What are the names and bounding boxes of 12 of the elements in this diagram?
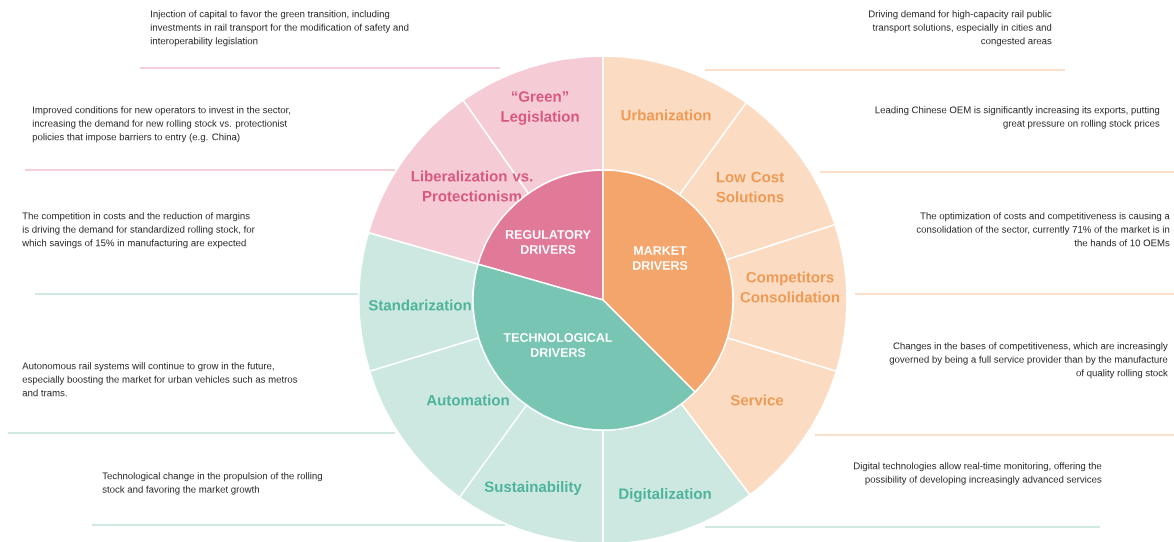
description-text: The optimization of costs and competitiveness is causing a consolidation of the sector, currently 71% of the market is in the hands of 10 OEMs — [916, 212, 1170, 247]
description-text: The competition in costs and the reduction of margins is driving the demand for standardized rolling stock, for which savings of 15% in manufacturing are expected — [22, 212, 255, 249]
description-text: Technological change in the propulsion of the rolling stock and favoring the market growth — [102, 472, 322, 495]
ring-segment: Competitors Consolidation — [725, 223, 848, 373]
description-text: Autonomous rail systems will continue to grow in the future, especially boosting the market for urban vehicles such as metros and trams. — [22, 362, 298, 397]
description-text: Improved conditions for new operators to invest in the sector, increasing the demand for new rolling stock vs. protectionist policies that impose barriers to entry (e.g. China) — [32, 106, 291, 143]
description-text: Injection of capital to favor the green transition, including investments in rail transport for the modification of safety and interoperability legislation — [150, 10, 409, 47]
ring-segment: Standarization — [358, 232, 480, 373]
description-text: Leading Chinese OEM is significantly increasing its exports, putting great pressure on rolling stock prices — [875, 106, 1160, 129]
description-text: Changes in the bases of competitiveness, which are increasingly governed by being a full service provider than by the manufacture of quality rolling stock — [889, 342, 1168, 379]
description-text: Digital technologies allow real-time monitoring, offering the possibility of developing increasingly advanced services — [854, 462, 1102, 485]
description-text: Driving demand for high-capacity rail public transport solutions, especially in cities and congested areas — [869, 10, 1052, 47]
